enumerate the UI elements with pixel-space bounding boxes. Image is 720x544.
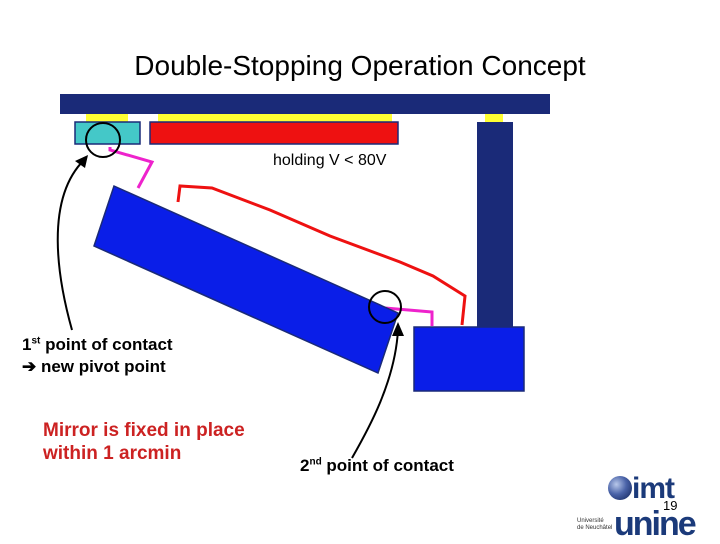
mirror-fixed-line2: within 1 arcmin — [43, 443, 182, 464]
mirror-fixed-line1: Mirror is fixed in place — [43, 420, 245, 441]
left-yellow-pad — [86, 114, 128, 122]
first-contact-circle — [85, 122, 121, 158]
right-column — [477, 122, 513, 330]
second-contact-text: point of contact — [321, 456, 454, 475]
second-contact-arrowhead — [392, 322, 404, 336]
first-contact-arrow — [56, 159, 85, 331]
second-contact-arrow — [351, 329, 399, 459]
mirror-fixed-note: Mirror is fixed in place within 1 arcmin — [43, 419, 245, 465]
first-contact-ordinal-suffix: st — [31, 335, 41, 347]
first-contact-text: point of contact — [40, 335, 173, 354]
first-stop-block — [74, 121, 141, 145]
top-frame-beam — [60, 94, 550, 114]
tilted-mirror — [93, 184, 399, 375]
unine-logo: unine — [614, 505, 697, 543]
holding-voltage-label: holding V < 80V — [273, 152, 387, 169]
imt-logo-sphere — [608, 476, 632, 500]
page-number: 19 — [663, 498, 678, 513]
second-contact-ordinal-suffix: nd — [309, 456, 322, 468]
second-contact-circle — [368, 290, 402, 324]
first-contact-line: 1st point of contact — [22, 335, 173, 354]
red-electrode — [149, 121, 399, 145]
imt-logo: imt — [632, 472, 675, 505]
left-spring-wire — [108, 147, 155, 189]
first-contact-arrowhead — [75, 155, 88, 168]
second-stop-block — [413, 326, 525, 392]
second-contact-label: 2nd point of contact — [300, 456, 454, 475]
first-contact-label: 1st point of contact ➔ new pivot point — [22, 334, 173, 378]
new-pivot-line: ➔ new pivot point — [22, 357, 166, 376]
center-yellow-electrode — [158, 114, 392, 122]
red-wire — [176, 184, 467, 326]
right-yellow-pad — [485, 114, 503, 122]
slide-title: Double-Stopping Operation Concept — [134, 50, 586, 81]
university-name-small: Université de Neuchâtel — [577, 518, 613, 531]
